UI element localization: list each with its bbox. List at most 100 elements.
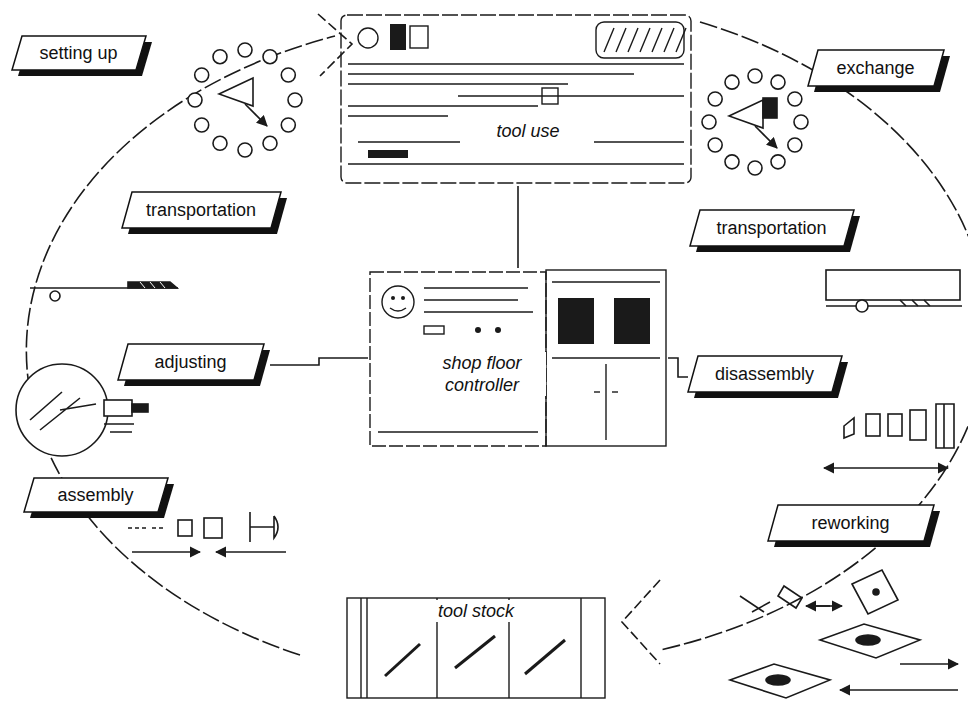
tag-face — [768, 505, 934, 541]
thread — [900, 300, 930, 306]
screen-hatch — [640, 28, 650, 52]
clock-bead — [725, 75, 739, 89]
transport-left — [30, 282, 178, 301]
cabinet-line — [552, 281, 660, 282]
machine-line — [348, 73, 634, 74]
screen — [614, 298, 650, 344]
screen-hatch — [616, 28, 626, 52]
machine-line — [594, 141, 684, 142]
signal-wire — [668, 358, 688, 377]
motion-arrow — [900, 663, 958, 665]
motion-arrow — [132, 551, 200, 553]
machine-line — [458, 95, 684, 96]
cabinet-line — [424, 287, 528, 288]
display-dot — [401, 296, 405, 300]
tag-face — [24, 478, 168, 512]
tag-face — [122, 192, 281, 228]
assembly-parts — [128, 512, 286, 552]
label-holder: transportation — [132, 192, 270, 228]
clock-bead — [771, 155, 785, 169]
screen — [558, 298, 594, 344]
screen-hatch — [652, 28, 662, 52]
part — [866, 414, 880, 436]
process-tag: reworking — [768, 505, 940, 547]
grinding-plate — [820, 624, 920, 658]
clock-bead — [213, 50, 227, 64]
node-label: reworking — [811, 512, 889, 534]
label-holder: tool stock — [431, 600, 521, 622]
part — [844, 418, 854, 438]
machine-line — [348, 63, 684, 64]
tag-face — [690, 210, 854, 246]
cycle-arc — [660, 22, 968, 650]
grinding-plate — [730, 664, 830, 698]
label-holder: adjusting — [128, 344, 253, 380]
machine-tool: tool use — [338, 12, 694, 186]
part — [910, 410, 926, 440]
machine-icon — [358, 28, 378, 48]
clock-hand — [755, 126, 777, 148]
machine-part — [368, 150, 408, 158]
motion-arrow — [824, 467, 880, 469]
part-outline — [128, 527, 166, 529]
label-holder: shop floor controller — [418, 352, 546, 396]
node-label: tool stock — [434, 600, 518, 622]
label-holder: transportation — [700, 210, 843, 246]
handle — [612, 391, 618, 392]
clock-bead — [281, 68, 295, 82]
tag-face — [688, 356, 842, 392]
wheel — [50, 291, 60, 301]
part — [204, 518, 222, 538]
controller-cabinet: shop floor controller — [368, 268, 668, 448]
clock-bead — [702, 115, 716, 129]
stored-tool — [525, 640, 565, 674]
tool-edge — [30, 392, 96, 430]
plate-center — [873, 589, 879, 595]
screen-hatch — [676, 28, 686, 52]
process-tag: assembly — [24, 478, 174, 518]
tool-holder — [936, 404, 954, 448]
button — [495, 327, 501, 333]
clock-bead — [748, 69, 762, 83]
tool-body — [104, 400, 132, 416]
machine-line — [348, 105, 538, 106]
button — [475, 327, 481, 333]
conveyor-rail — [826, 305, 962, 307]
disassembly-parts — [824, 404, 954, 468]
clock-bead — [794, 115, 808, 129]
rack-frame — [347, 598, 605, 698]
clock-hand — [245, 104, 267, 126]
cabinet — [546, 270, 666, 446]
tool-part — [104, 424, 134, 432]
clock-bead — [788, 92, 802, 106]
rack-divider — [366, 598, 367, 698]
grinding-wheel — [766, 675, 790, 685]
tool-change-clock — [188, 43, 302, 157]
handle — [594, 391, 600, 392]
clock-bead — [748, 161, 762, 175]
node-label: adjusting — [154, 351, 226, 373]
tool-holder — [250, 512, 278, 542]
cycle-arrowhead — [318, 14, 352, 76]
display-mark — [390, 308, 406, 311]
label-holder: exchange — [818, 50, 933, 86]
node-label: setting up — [39, 42, 117, 64]
machine-icon — [390, 24, 406, 50]
clock-bead — [788, 138, 802, 152]
machine-screen — [596, 22, 684, 58]
tool-block — [763, 98, 777, 118]
process-tag: setting up — [12, 36, 152, 76]
cycle-arc — [26, 36, 335, 655]
process-tag: transportation — [690, 210, 860, 252]
motion-arrow — [880, 467, 948, 469]
node-label: exchange — [836, 57, 914, 79]
cabinet-line — [424, 311, 533, 312]
tool-cone — [219, 78, 253, 106]
clock-bead — [708, 92, 722, 106]
clock-group — [188, 43, 808, 175]
label-holder: tool use — [473, 120, 583, 142]
tag-face — [808, 50, 944, 86]
cabinet — [370, 272, 546, 446]
clock-bead — [238, 143, 252, 157]
